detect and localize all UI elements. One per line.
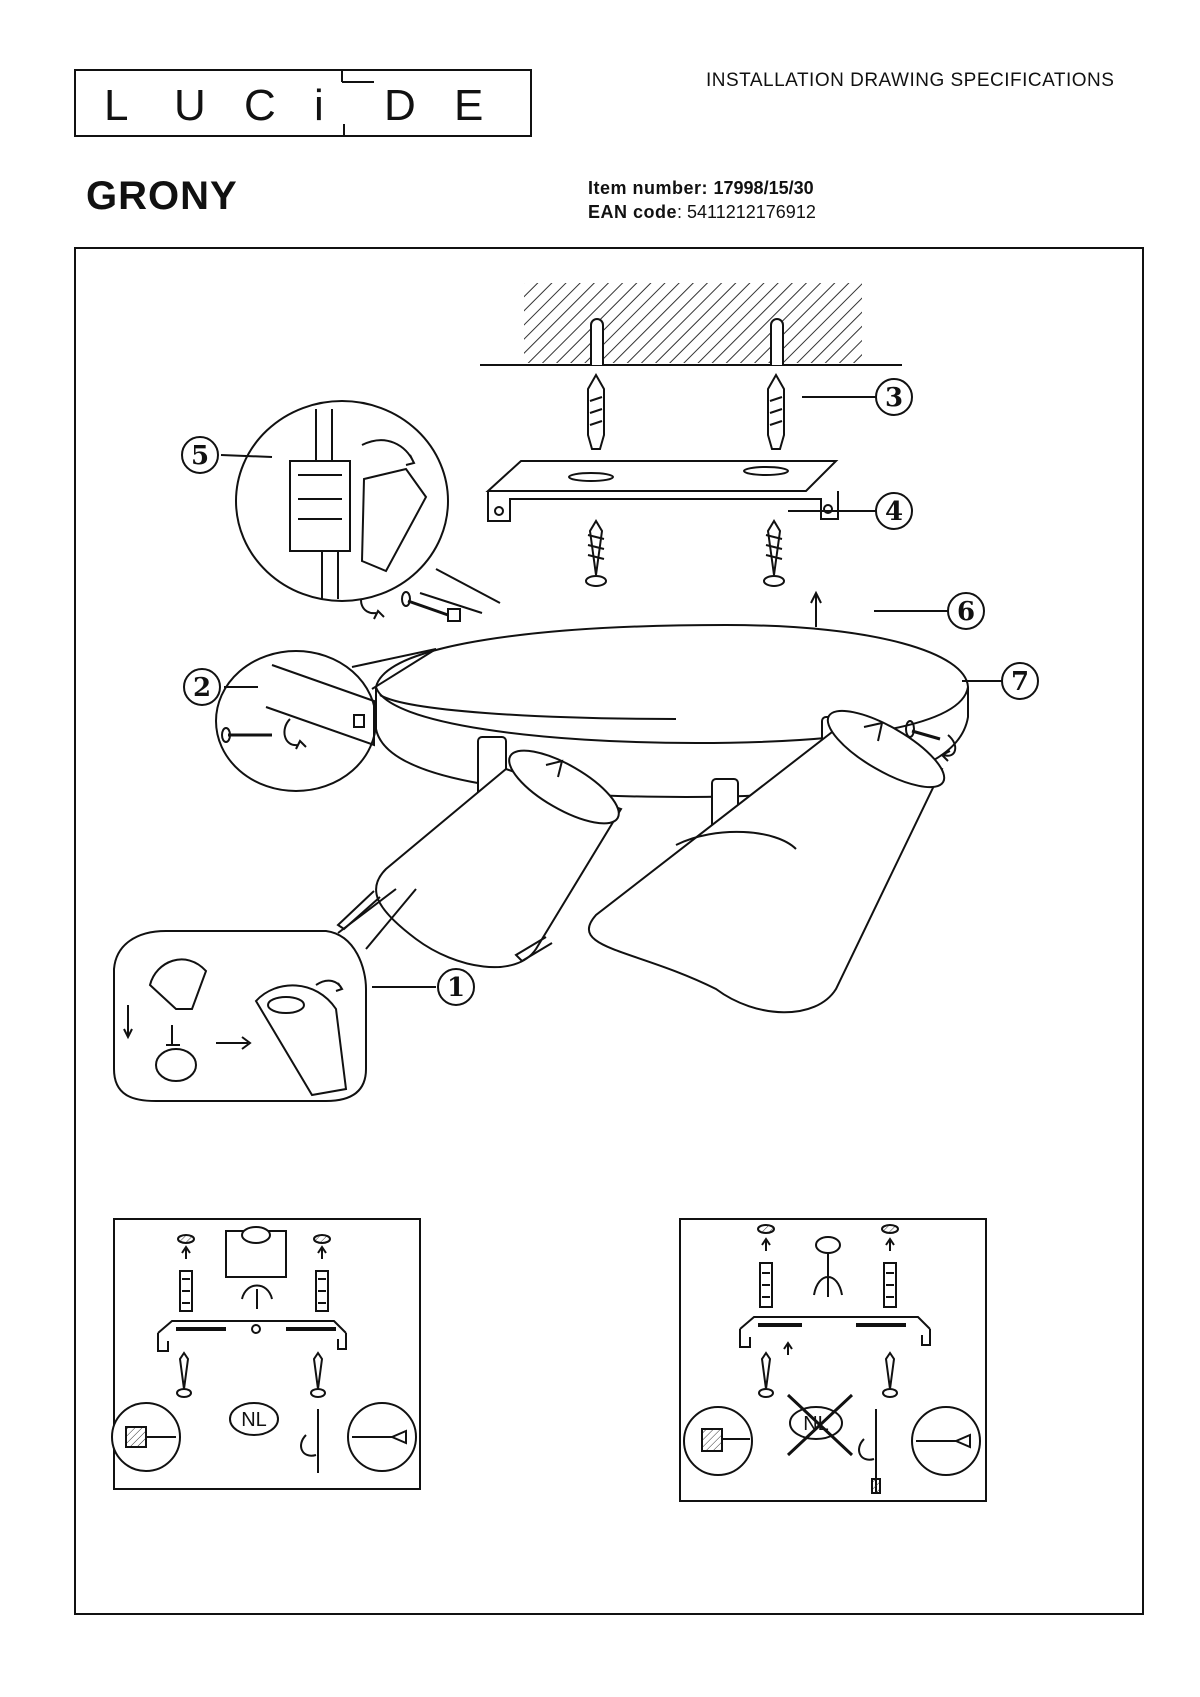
up-arrow-icon	[810, 590, 822, 627]
ean-code-label: EAN code	[588, 202, 678, 222]
callout-5: 5	[191, 441, 209, 471]
callout-leaders	[220, 396, 1002, 988]
panel-left-badge: NL	[241, 1409, 267, 1431]
callout-6: 6	[957, 597, 975, 627]
item-number-label: Item number:	[588, 178, 714, 198]
installation-diagram: 5 2 3 4 6 7 1 NL NL	[111, 283, 1039, 1502]
screw-icon	[905, 720, 957, 762]
item-number-value: 17998/15/30	[713, 178, 814, 198]
detail-bulb-insert	[113, 888, 417, 1102]
callout-4: 4	[885, 497, 903, 527]
ean-code-row: EAN code: 5411212176912	[588, 200, 816, 224]
detail-wiring	[235, 400, 501, 614]
callout-markers	[181, 378, 1039, 1006]
installation-drawing-frame: 5 2 3 4 6 7 1 NL NL	[74, 247, 1144, 1615]
callout-7: 7	[1011, 667, 1029, 697]
panel-left	[111, 1218, 421, 1490]
mounting-bracket	[485, 460, 839, 522]
document-type: INSTALLATION DRAWING SPECIFICATIONS	[706, 70, 1115, 91]
screw-icon	[360, 588, 461, 622]
screw-icon	[585, 519, 785, 587]
callout-2: 2	[193, 673, 211, 703]
ceiling	[480, 283, 902, 366]
wall-plug-icon	[587, 372, 785, 450]
callout-1: 1	[447, 973, 465, 1003]
ean-code-value: : 5411212176912	[677, 202, 816, 222]
product-meta: Item number: 17998/15/30 EAN code: 54112…	[588, 176, 816, 224]
product-name: GRONY	[86, 174, 238, 218]
panel-right-badge: NL	[803, 1413, 829, 1435]
item-number-row: Item number: 17998/15/30	[588, 176, 816, 200]
callout-3: 3	[885, 383, 903, 413]
spotlight-right	[514, 709, 946, 1014]
panel-right	[679, 1218, 987, 1502]
